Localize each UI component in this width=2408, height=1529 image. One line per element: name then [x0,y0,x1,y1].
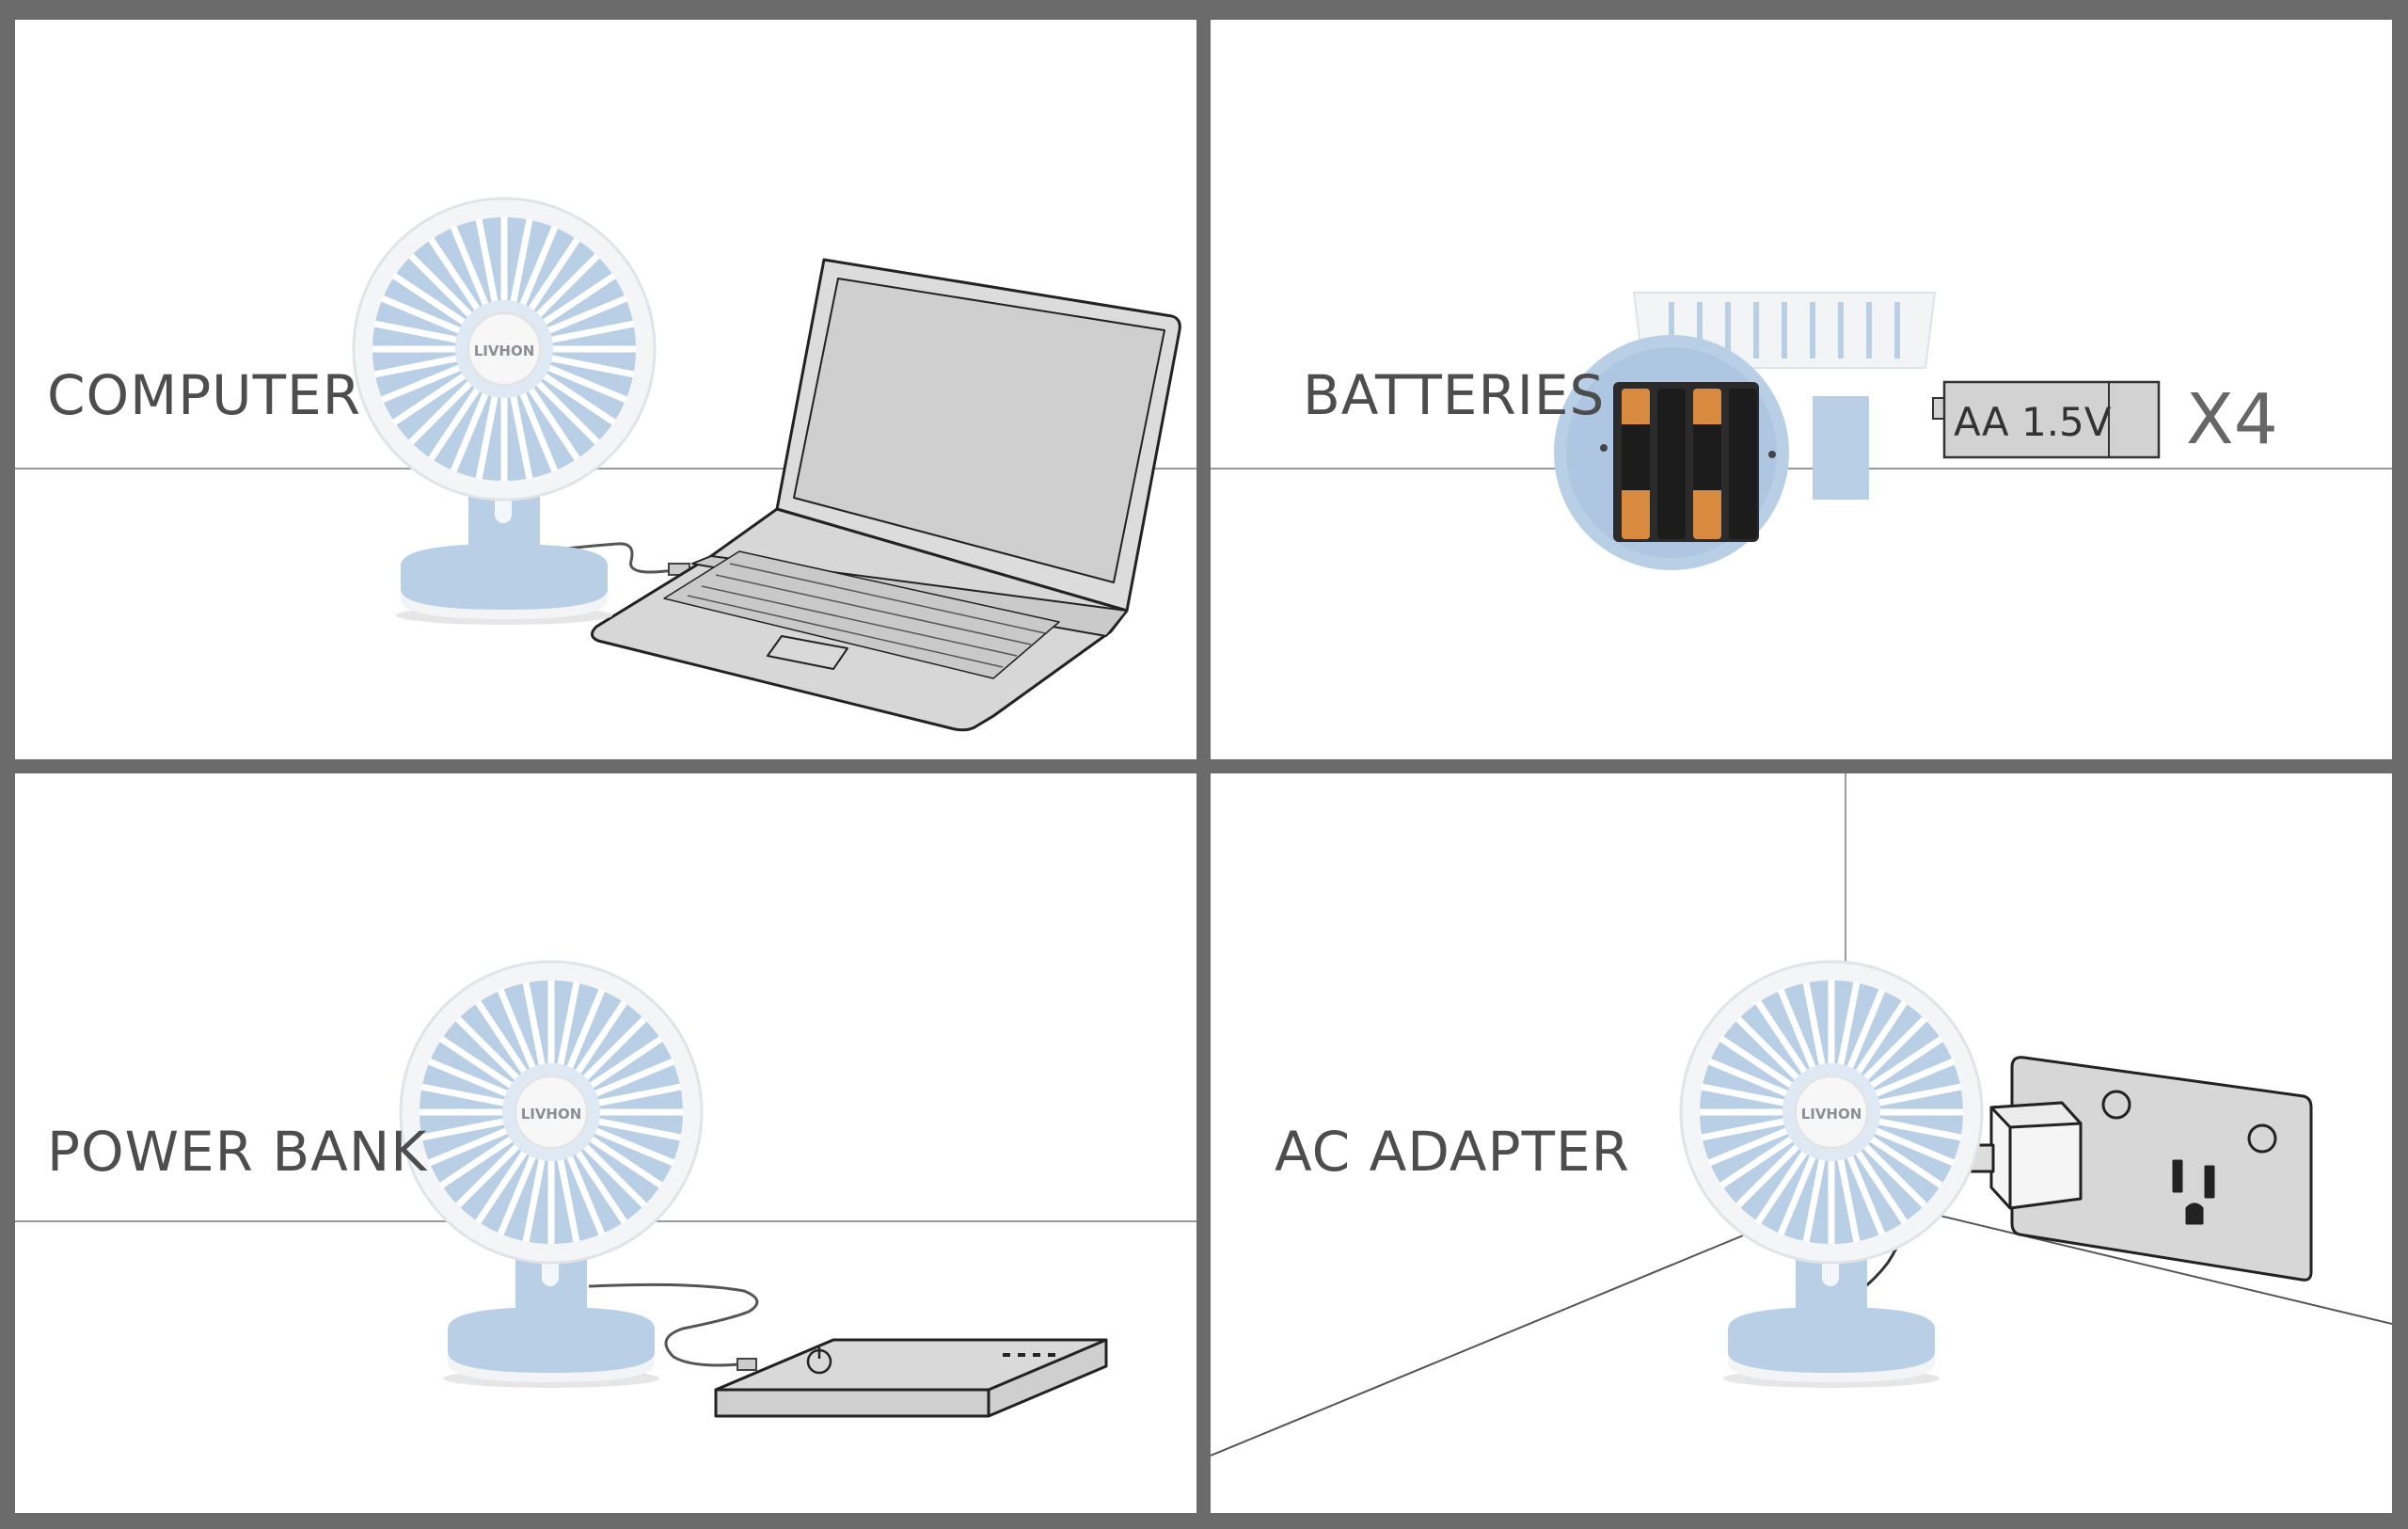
battery-label: AA 1.5V [1954,399,2112,445]
panel-power-bank: POWER BANK [15,773,1196,1513]
laptop-icon [591,258,1181,732]
panel-batteries: AA 1.5V X4 BATTERIES [1211,20,2392,759]
usb-cable-icon [588,1282,759,1367]
power-bank-icon [714,1338,1108,1418]
panel-label: AC ADAPTER [1275,1120,1630,1184]
desk-fan-icon [401,962,702,1388]
battery-multiplier: X4 [2186,379,2278,460]
usb-cable-icon [541,542,674,574]
fan-battery-compartment [1554,292,1937,570]
wall-outlet-icon [1969,1056,2313,1282]
desk-fan-icon [1681,962,1982,1388]
panel-label: BATTERIES [1303,363,1606,427]
panel-computer: COMPUTER [15,20,1196,759]
ac-adapter-scene [1211,773,2392,1457]
panel-ac-adapter: AC ADAPTER [1211,773,2392,1513]
batteries-scene: AA 1.5V X4 [1211,292,2392,570]
battery-icon [1932,380,2161,459]
computer-scene [15,20,1196,732]
panel-label: POWER BANK [47,1120,428,1184]
desk-fan-icon [354,199,655,625]
panel-label: COMPUTER [47,363,361,427]
power-bank-scene [15,773,1196,1418]
